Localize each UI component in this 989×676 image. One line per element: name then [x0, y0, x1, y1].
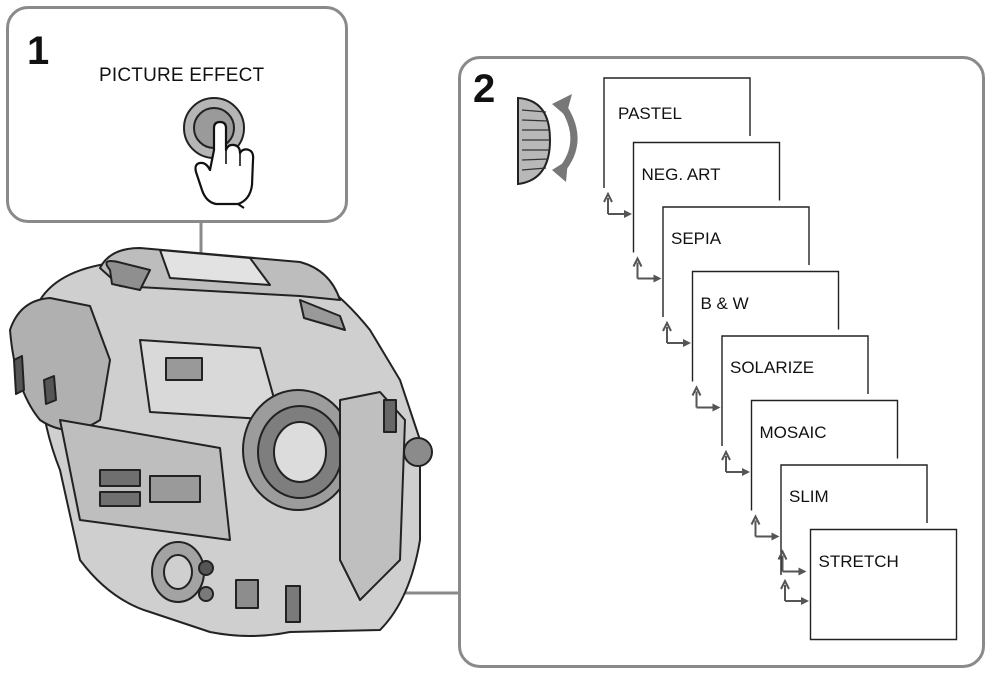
cycle-arrow-icon [780, 578, 801, 602]
effect-screen [780, 464, 928, 575]
cycle-arrowhead-icon [771, 532, 780, 541]
cycle-arrowhead-icon [742, 468, 750, 476]
camcorder-icon [9, 247, 433, 637]
cycle-arrowhead-icon [712, 403, 721, 412]
effect-screen [603, 77, 751, 188]
effect-screen [691, 270, 840, 382]
effect-label: B & W [700, 293, 749, 313]
effect-label: STRETCH [818, 551, 899, 571]
effect-label: PASTEL [618, 104, 682, 123]
effect-screen [632, 141, 781, 253]
cycle-arrowhead-icon [653, 274, 662, 283]
effect-screens [603, 77, 958, 641]
effect-label: SLIM [789, 487, 829, 506]
step1-panel: 1 PICTURE EFFECT [6, 6, 348, 223]
effect-label: SOLARIZE [730, 358, 815, 377]
cycle-arrow-icon [777, 549, 799, 573]
effect-label: SEPIA [671, 229, 722, 248]
cycle-arrow-icon [721, 449, 742, 473]
cycle-arrow-icon [603, 191, 624, 215]
cycle-arrowhead-icon [798, 567, 807, 576]
cycle-arrowhead-icon [683, 339, 691, 347]
effect-screen [809, 528, 958, 641]
cycle-arrowhead-icon [801, 597, 809, 605]
cycle-arrow-icon [662, 320, 683, 344]
cycle-arrow-icon [691, 385, 713, 409]
effect-screen [662, 206, 810, 317]
effect-label: MOSAIC [759, 422, 827, 442]
step2-number: 2 [473, 67, 496, 111]
effect-screen [721, 335, 869, 446]
push-button-with-pressing-hand-icon [183, 97, 255, 209]
step1-number: 1 [27, 29, 50, 73]
cycle-arrowhead-icon [624, 210, 632, 218]
cycle-arrow-icon [632, 256, 654, 280]
effect-label: NEG. ART [641, 164, 721, 184]
effect-screen [750, 399, 899, 511]
cycle-arrow-icon [750, 514, 772, 538]
rotating-dial-with-up-down-arrow-icon [517, 94, 578, 186]
picture-effect-label: PICTURE EFFECT [99, 65, 265, 86]
